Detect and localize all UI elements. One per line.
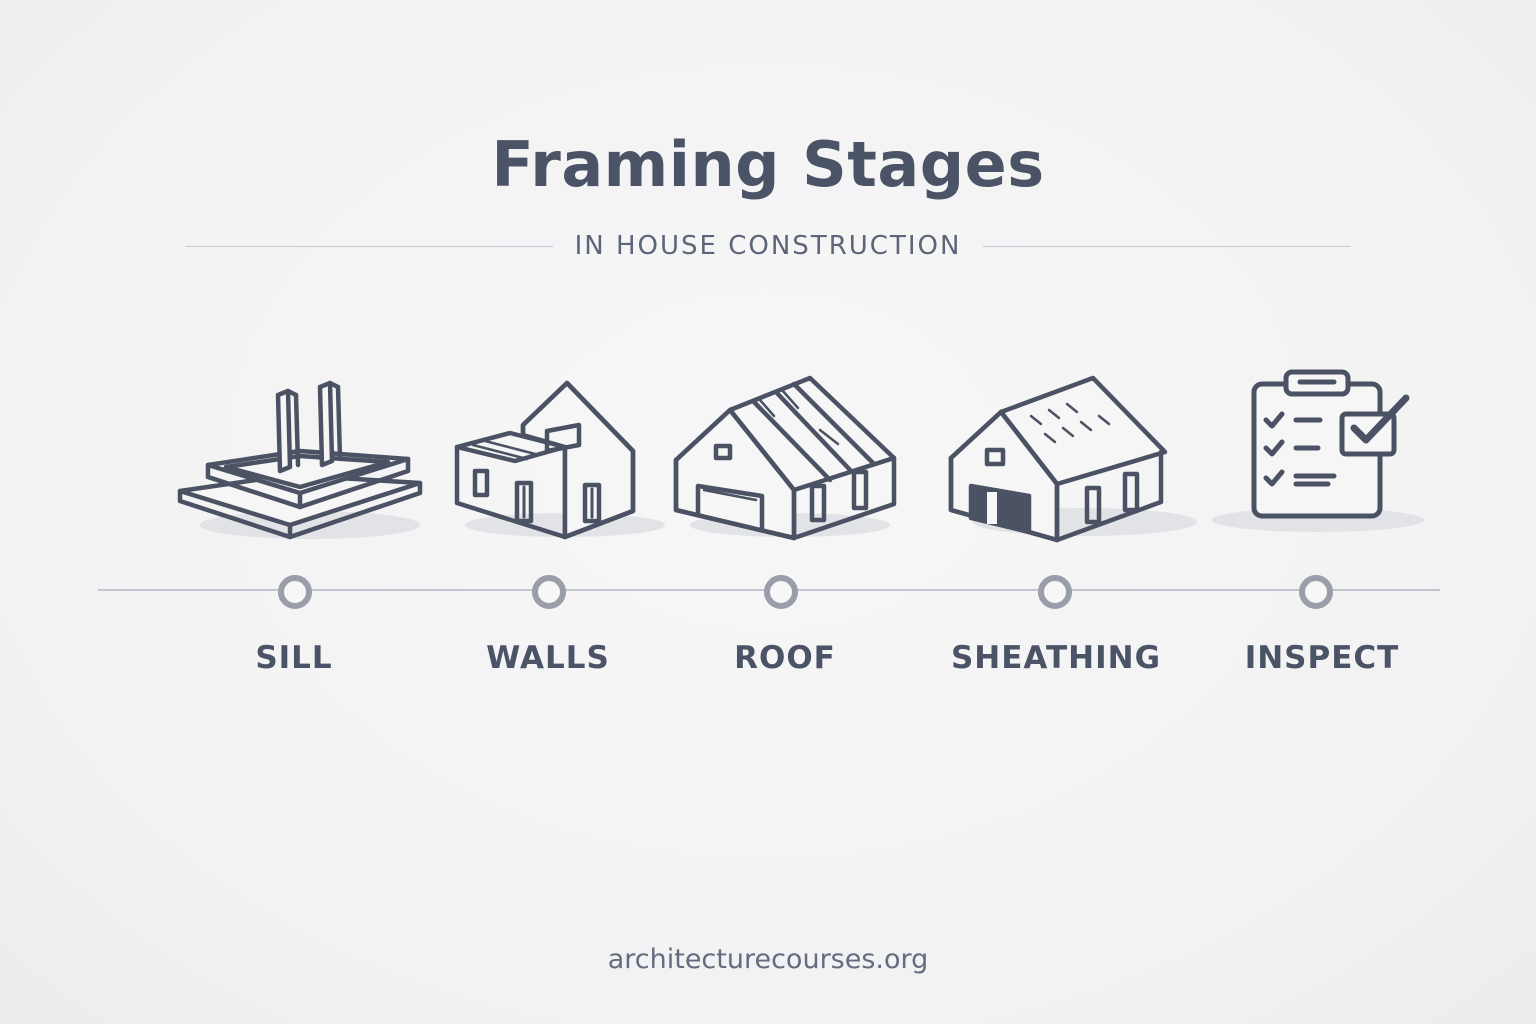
- stage-label-inspect: INSPECT: [1244, 640, 1400, 676]
- subtitle-rule-left: [185, 245, 553, 247]
- sill-foundation-icon: [170, 375, 430, 550]
- stage-label-roof: ROOF: [734, 640, 836, 676]
- footer-website-link[interactable]: architecturecourses.org: [607, 944, 929, 975]
- subtitle-rule-right: [983, 245, 1352, 247]
- timeline-node-walls: [532, 575, 566, 609]
- timeline-node-sill: [278, 575, 312, 609]
- stage-label-sill: SILL: [255, 640, 333, 676]
- subtitle-row: IN HOUSE CONSTRUCTION: [185, 226, 1352, 266]
- roof-trusses-icon: [670, 370, 910, 550]
- stage-label-sheathing: SHEATHING: [950, 640, 1162, 676]
- subtitle: IN HOUSE CONSTRUCTION: [574, 231, 962, 261]
- stage-label-walls: WALLS: [486, 640, 610, 676]
- timeline-node-inspect: [1299, 575, 1333, 609]
- page-title: Framing Stages: [491, 128, 1045, 201]
- timeline-node-sheathing: [1038, 575, 1072, 609]
- clipboard-checklist-icon: [1210, 368, 1430, 538]
- wall-framing-icon: [445, 375, 675, 550]
- timeline-node-roof: [764, 575, 798, 609]
- sheathed-house-icon: [945, 372, 1205, 552]
